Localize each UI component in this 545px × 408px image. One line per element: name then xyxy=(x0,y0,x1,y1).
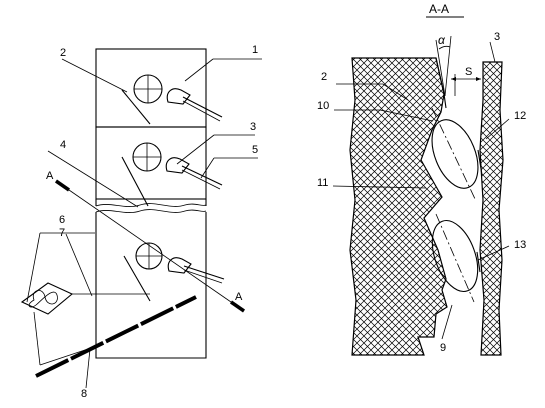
roller-upper xyxy=(133,74,163,104)
label-7: 7 xyxy=(59,227,65,239)
hatched-body-2 xyxy=(349,57,448,356)
left-view: 1 2 3 4 5 6 7 8 А А xyxy=(20,44,262,400)
label-r2: 2 xyxy=(321,71,327,83)
label-a-left: А xyxy=(46,170,54,182)
long-link-8 xyxy=(35,295,197,378)
label-1: 1 xyxy=(252,44,258,56)
lever-middle xyxy=(165,157,223,190)
break-line xyxy=(95,203,207,207)
section-line xyxy=(55,180,245,312)
lower-ellipse-roller xyxy=(431,213,479,303)
section-title: А-А xyxy=(429,2,449,16)
label-r11: 11 xyxy=(317,177,328,189)
label-3: 3 xyxy=(250,121,256,133)
label-2: 2 xyxy=(60,47,66,59)
detail-6-7 xyxy=(20,232,150,366)
gap-label: S xyxy=(465,66,472,78)
label-6: 6 xyxy=(59,214,65,226)
right-view: А-А α S xyxy=(317,2,526,356)
upper-block xyxy=(95,48,207,128)
label-r13: 13 xyxy=(514,239,526,251)
label-a-right: А xyxy=(235,291,243,303)
roller-middle xyxy=(132,142,162,172)
upper-ellipse-roller xyxy=(431,107,479,202)
label-4: 4 xyxy=(60,139,66,151)
hatched-plate-3 xyxy=(479,61,504,356)
label-r10: 10 xyxy=(317,100,329,112)
label-r12: 12 xyxy=(514,110,526,122)
label-5: 5 xyxy=(252,144,258,156)
angle-label: α xyxy=(438,33,446,47)
label-r9: 9 xyxy=(440,342,446,354)
lever-upper xyxy=(166,88,223,122)
middle-block xyxy=(95,126,207,200)
label-r3: 3 xyxy=(494,31,500,43)
lever-lower xyxy=(167,257,225,284)
label-8: 8 xyxy=(81,388,87,400)
roller-lower xyxy=(135,242,163,270)
